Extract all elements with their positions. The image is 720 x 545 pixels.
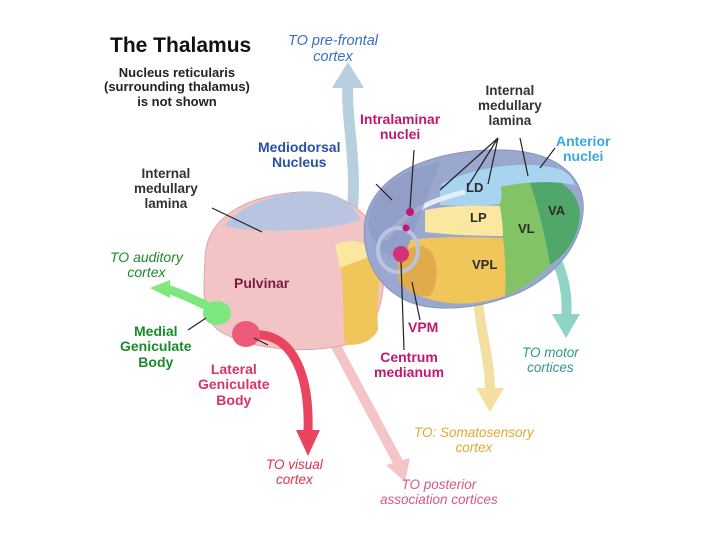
- pulvinar-shape: [203, 191, 385, 351]
- leader-anterior: [539, 147, 556, 169]
- region-ld: LD: [466, 180, 484, 195]
- intralaminar-dot-1: [406, 208, 414, 216]
- arrowhead-somatosensory: [476, 388, 504, 412]
- va-shape: [528, 176, 580, 265]
- arrow-to-posterior: [325, 330, 403, 467]
- label-internal-lamina-right: Internal medullary lamina: [478, 83, 542, 128]
- leader-internal-lamina-left: [211, 207, 263, 233]
- arrowhead-motor: [552, 314, 580, 338]
- arrow-to-visual: [245, 330, 313, 437]
- vl-shape: [495, 177, 550, 296]
- label-lateral-geniculate: Lateral Geniculate Body: [198, 361, 270, 408]
- label-to-somatosensory: TO: Somatosensory cortex: [414, 425, 534, 455]
- label-anterior-nuclei: Anterior nuclei: [556, 133, 611, 165]
- medial-geniculate-body: [203, 301, 231, 325]
- arrow-to-auditory: [165, 285, 210, 310]
- label-to-visual: TO visual cortex: [266, 457, 323, 487]
- label-to-posterior: TO posterior association cortices: [380, 477, 498, 507]
- leader-lamina-right-1: [439, 137, 499, 191]
- region-lp: LP: [470, 210, 487, 225]
- region-vl: VL: [518, 221, 535, 236]
- arrowhead-auditory: [150, 280, 170, 298]
- label-pulvinar: Pulvinar: [234, 275, 290, 291]
- leader-vpm: [411, 281, 421, 321]
- arrow-to-somatosensory: [473, 295, 495, 397]
- intralaminar-dot-2: [402, 224, 410, 232]
- leader-lamina-right-2: [467, 137, 499, 187]
- leader-lamina-right-4: [519, 137, 529, 177]
- ld-shape: [440, 181, 502, 206]
- leader-lateral-geniculate: [253, 337, 269, 346]
- region-vpl: VPL: [472, 257, 498, 272]
- leader-mediodorsal: [375, 183, 393, 201]
- leader-centrum: [400, 261, 405, 351]
- label-intralaminar: Intralaminar nuclei: [360, 111, 441, 143]
- leader-medial-geniculate: [187, 317, 207, 331]
- vpm-shape: [398, 246, 437, 297]
- region-va: VA: [548, 203, 566, 218]
- lp-shape: [425, 205, 503, 236]
- leader-lamina-right-3: [487, 137, 499, 185]
- pulvinar-top-cap: [225, 191, 360, 231]
- label-vpm: VPM: [408, 319, 439, 335]
- label-mediodorsal: Mediodorsal Nucleus: [258, 139, 341, 171]
- label-centrum-medianum: Centrum medianum: [374, 349, 445, 381]
- reticularis-note: Nucleus reticularis (surrounding thalamu…: [104, 65, 250, 109]
- lateral-geniculate-body: [232, 321, 260, 347]
- label-medial-geniculate: Medial Geniculate Body: [120, 323, 192, 370]
- label-to-prefrontal: TO pre-frontal cortex: [288, 33, 378, 65]
- leader-lines: [187, 137, 556, 351]
- pulvinar-yellow-patch: [335, 241, 380, 345]
- pulvinar-pale-patch: [335, 241, 374, 268]
- centrum-ring: [376, 226, 420, 274]
- page-title: The Thalamus: [110, 34, 252, 57]
- arrowhead-prefrontal: [332, 62, 364, 88]
- label-to-motor: TO motor cortices: [522, 345, 579, 375]
- leader-intralaminar: [409, 149, 415, 209]
- arrowhead-visual: [296, 430, 320, 456]
- label-to-auditory: TO auditory cortex: [110, 249, 183, 281]
- label-internal-lamina-left: Internal medullary lamina: [134, 166, 198, 211]
- arrowhead-posterior: [386, 458, 410, 482]
- centrum-medianum: [393, 246, 409, 262]
